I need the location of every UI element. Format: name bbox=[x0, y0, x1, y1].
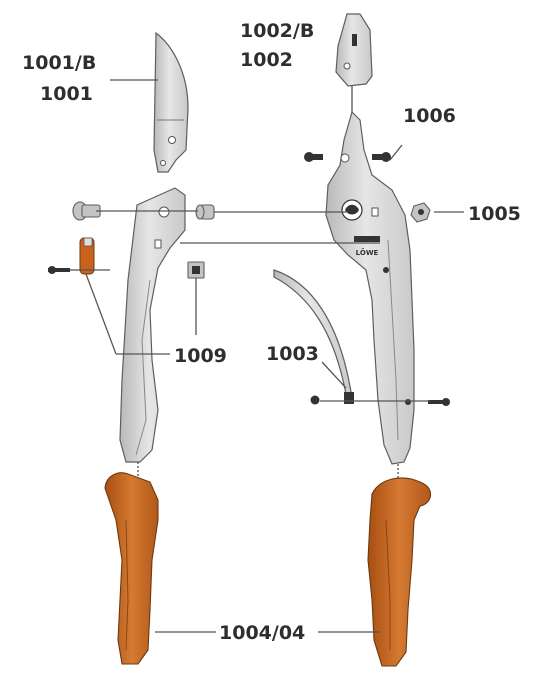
square-washer bbox=[187, 261, 205, 279]
latch-screw bbox=[48, 266, 70, 274]
label-1005: 1005 bbox=[468, 203, 521, 225]
label-1001: 1001 bbox=[40, 83, 93, 105]
pivot-bolt bbox=[72, 201, 101, 221]
left-handle bbox=[119, 187, 186, 463]
pivot-bushing bbox=[195, 204, 215, 220]
right-handle: LÖWE bbox=[325, 110, 415, 465]
bolt-set-screws bbox=[304, 152, 391, 162]
label-1001b: 1001/B bbox=[22, 52, 96, 74]
spring bbox=[273, 269, 354, 404]
label-1006: 1006 bbox=[403, 105, 456, 127]
label-1003: 1003 bbox=[266, 343, 319, 365]
left-blade bbox=[153, 31, 189, 173]
leader-lines bbox=[70, 79, 464, 633]
spring-screw bbox=[310, 395, 450, 406]
label-1002: 1002 bbox=[240, 49, 293, 71]
right-blade bbox=[335, 13, 373, 87]
pivot-nut bbox=[410, 202, 431, 223]
brand-logo-text: LÖWE bbox=[356, 248, 379, 257]
right-grip bbox=[367, 477, 432, 667]
label-1002b: 1002/B bbox=[240, 20, 314, 42]
label-1009: 1009 bbox=[174, 345, 227, 367]
left-grip bbox=[104, 472, 159, 665]
latch bbox=[79, 237, 95, 275]
label-1004-04: 1004/04 bbox=[219, 622, 305, 644]
